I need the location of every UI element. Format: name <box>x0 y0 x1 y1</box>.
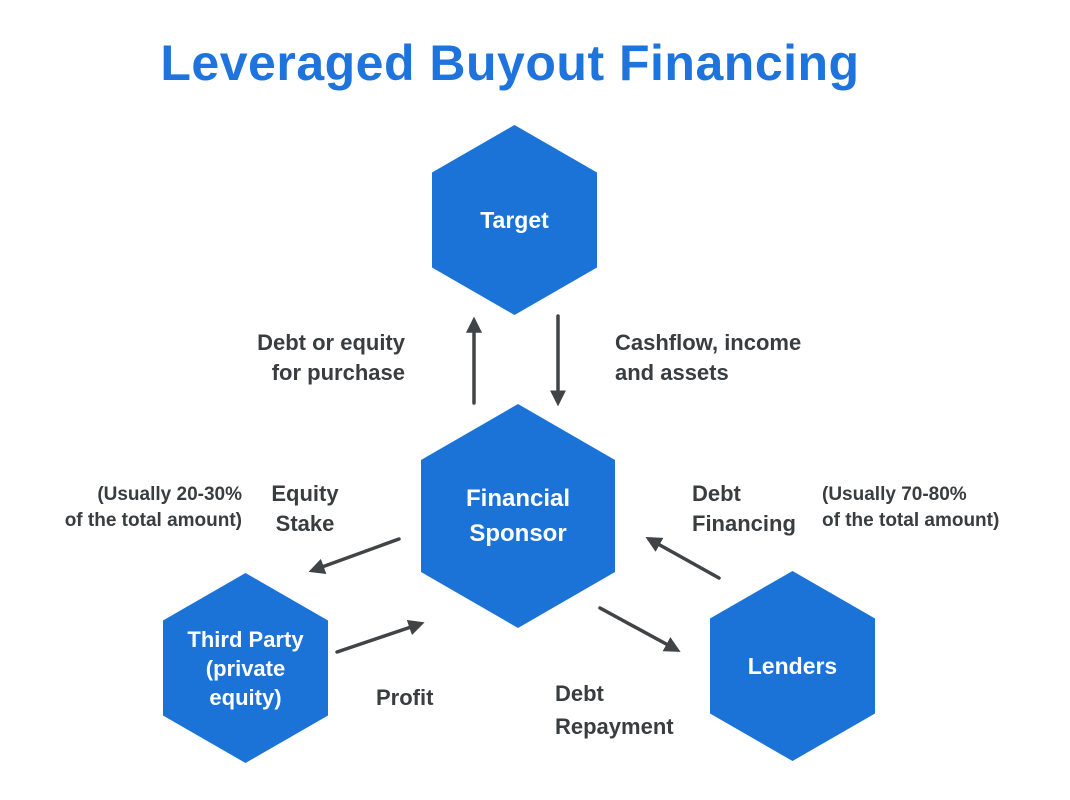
label-debt-financing-note: (Usually 70-80% of the total amount) <box>822 484 1000 531</box>
label-cashflow-income-assets: Cashflow, income and assets <box>615 330 802 385</box>
node-financial-sponsor-label: Financial Sponsor <box>465 485 571 547</box>
node-third-party-label: Third Party (private equity) <box>187 626 304 710</box>
label-debt-or-equity-for-purchase: Debt or equity for purchase <box>257 330 405 385</box>
node-lenders-label: Lenders <box>747 653 838 679</box>
arrow-debt-repayment-sponsor-to-lenders <box>598 606 681 652</box>
node-third-party: Third Party (private equity) <box>163 573 328 763</box>
node-target-label: Target <box>480 207 549 233</box>
arrow-debt-financing-lenders-to-sponsor <box>645 537 721 580</box>
arrow-equity-stake-sponsor-to-third-party <box>308 537 401 574</box>
label-equity-stake-note: (Usually 20-30% of the total amount) <box>64 484 242 531</box>
label-equity-stake: Equity Stake <box>271 481 339 536</box>
label-debt-repayment: Debt Repayment <box>555 681 674 739</box>
node-lenders: Lenders <box>710 571 875 761</box>
arrow-profit-third-party-to-sponsor <box>335 619 425 654</box>
label-debt-financing: Debt Financing <box>692 481 796 536</box>
label-profit: Profit <box>376 685 434 710</box>
page-title: Leveraged Buyout Financing <box>160 35 860 91</box>
